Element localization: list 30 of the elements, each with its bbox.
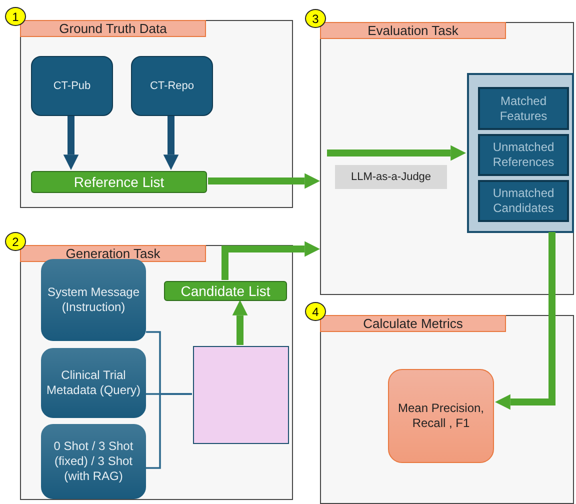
- input-box: Clinical Trial Metadata (Query): [41, 348, 146, 418]
- result-box: Unmatched References: [478, 134, 569, 176]
- section-heading: Calculate Metrics: [320, 315, 506, 332]
- result-box: Matched Features: [478, 87, 569, 130]
- data-source-box: CT-Repo: [131, 56, 213, 116]
- step-number-badge: 2: [5, 232, 26, 251]
- metrics-box: Mean Precision, Recall , F1: [388, 369, 494, 463]
- step-number-badge: 3: [305, 9, 326, 28]
- block-arrow: [327, 145, 466, 161]
- block-arrow: [63, 115, 79, 170]
- block-arrow: [208, 173, 320, 189]
- input-box: System Message (Instruction): [41, 259, 146, 341]
- result-box: Unmatched Candidates: [478, 180, 569, 222]
- section-heading: Generation Task: [20, 245, 206, 262]
- block-arrow: [222, 241, 320, 280]
- results-panel: [467, 73, 574, 233]
- edge-label: LLM-as-a-Judge: [335, 165, 447, 189]
- section-heading: Evaluation Task: [320, 22, 506, 39]
- step-number-badge: 1: [5, 7, 26, 26]
- data-source-box: CT-Pub: [31, 56, 113, 116]
- bracket-line: [146, 393, 192, 469]
- list-box: Reference List: [31, 171, 207, 193]
- section-heading: Ground Truth Data: [20, 20, 206, 37]
- block-arrow: [232, 300, 248, 345]
- model-box: [193, 346, 289, 444]
- block-arrow: [163, 115, 179, 170]
- input-box: 0 Shot / 3 Shot (fixed) / 3 Shot (with RAG): [41, 424, 146, 499]
- block-arrow: [495, 232, 556, 410]
- step-number-badge: 4: [305, 302, 326, 321]
- list-box: Candidate List: [164, 281, 287, 301]
